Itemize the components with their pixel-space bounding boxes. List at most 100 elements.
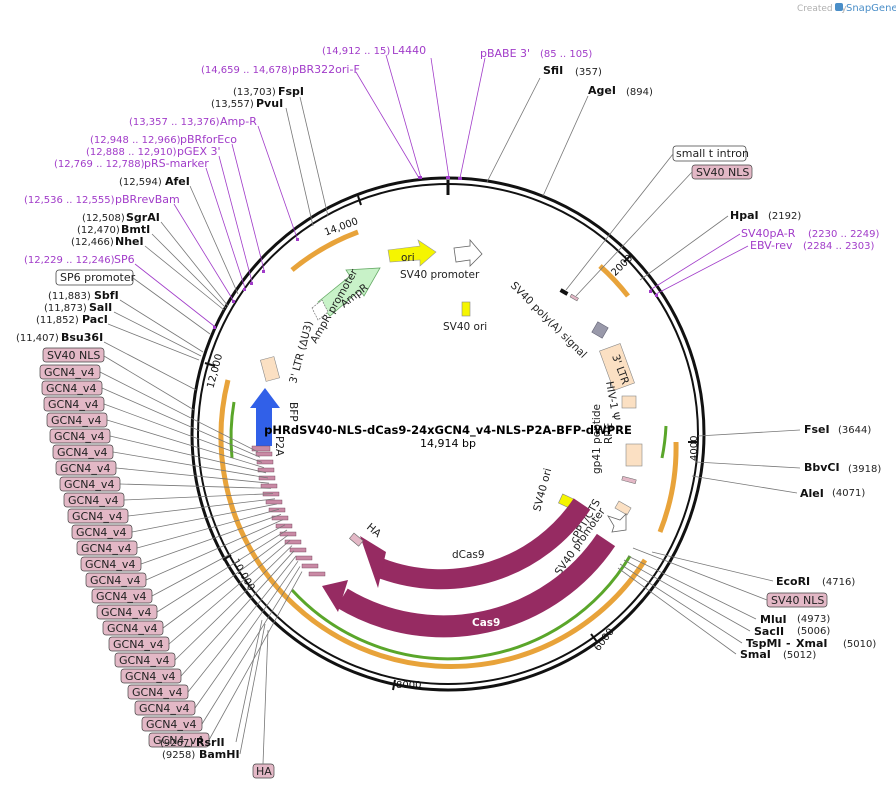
plasmid-name: pHRdSV40-NLS-dCas9-24xGCN4_v4-NLS-P2A-BF… <box>264 423 632 438</box>
svg-text:(11,873): (11,873) <box>44 303 87 314</box>
svg-text:SV40 ori: SV40 ori <box>443 321 487 333</box>
site-pbrforeco: (12,948 .. 12,966) pBRforEco <box>90 133 265 271</box>
svg-text:(12,769 .. 12,788): (12,769 .. 12,788) <box>54 159 145 170</box>
site-mlui: MluI (4973) <box>627 555 830 626</box>
site-paci: (11,852) PacI <box>36 313 200 361</box>
rre-feature: RRE gp41 peptide <box>591 404 643 485</box>
svg-text:(13,557): (13,557) <box>211 99 254 110</box>
svg-text:(5010): (5010) <box>843 639 876 650</box>
svg-text:SV40 promoter: SV40 promoter <box>400 269 480 281</box>
gcn4-label-text: GCN4_v4 <box>81 542 131 555</box>
sv40-ori-mid-feature: SV40 ori <box>531 467 574 513</box>
site-bmti: (12,470) BmtI <box>77 223 227 309</box>
svg-text:SV40pA-R: SV40pA-R <box>741 227 796 240</box>
svg-text:(14,659 .. 14,678): (14,659 .. 14,678) <box>201 65 292 76</box>
svg-text:(12,470): (12,470) <box>77 225 120 236</box>
feature-arc-top-left <box>290 229 359 272</box>
gcn4-label-13: GCN4_v4 <box>80 514 282 572</box>
svg-text:NheI: NheI <box>115 235 144 248</box>
gcn4-label-text: GCN4_v4 <box>54 430 104 443</box>
gcn4-label-text: GCN4_v4 <box>46 382 96 395</box>
feature-arc-green-bottom <box>290 555 632 661</box>
feature-arc-top-right <box>598 264 630 298</box>
site-pbabe-range: (85 .. 105) <box>540 49 592 60</box>
svg-text:Amp-R: Amp-R <box>220 115 257 128</box>
site-afei: (12,594) AfeI <box>119 175 239 295</box>
gcn4-label-7: GCN4_v4 <box>55 460 270 484</box>
gcn4-label-19: GCN4_v4 <box>114 545 293 668</box>
site-l4440-range: (14,912 .. 15) <box>322 46 390 57</box>
leader-agei <box>542 95 589 197</box>
bfp-feature: BFP <box>250 388 299 446</box>
svg-text:SP6 promoter: SP6 promoter <box>60 271 136 284</box>
feature-grey-box <box>591 321 609 339</box>
svg-text:Cas9: Cas9 <box>472 617 500 629</box>
svg-text:HA: HA <box>364 521 384 540</box>
svg-text:pRS-marker: pRS-marker <box>144 157 209 170</box>
gcn4-label-text: GCN4_v4 <box>48 398 98 411</box>
site-fsei: FseI (3644) <box>697 423 871 437</box>
site-bbvci: BbvCI (3918) <box>695 461 881 475</box>
svg-text:SbfI: SbfI <box>94 289 119 302</box>
sp6-promoter-box: SP6 promoter <box>55 269 211 335</box>
site-sp6: (12,229 .. 12,246) SP6 <box>24 253 215 327</box>
site-pbabe: pBABE 3' <box>480 47 530 60</box>
plasmid-size: 14,914 bp <box>420 437 476 450</box>
svg-text:(2192): (2192) <box>768 211 801 222</box>
gcn4-label-20: GCN4_v4 <box>120 550 295 684</box>
svg-text:(2284 .. 2303): (2284 .. 2303) <box>803 241 875 252</box>
gcn4-label-text: GCN4_v4 <box>153 734 203 747</box>
ltr-right-feature: 3' LTR <box>599 343 637 409</box>
site-prs-marker: (12,769 .. 12,788) pRS-marker <box>54 157 246 289</box>
gcn4-label-10: GCN4_v4 <box>67 498 276 524</box>
gcn4-label-12: GCN4_v4 <box>76 508 280 556</box>
gcn4-label-text: GCN4_v4 <box>68 494 118 507</box>
svg-text:EBV-rev: EBV-rev <box>750 239 793 252</box>
svg-text:(9267): (9267) <box>160 738 193 749</box>
svg-text:SalI: SalI <box>89 301 112 314</box>
svg-text:SgrAI: SgrAI <box>126 211 160 224</box>
svg-text:FspI: FspI <box>278 85 304 98</box>
svg-text:(13,357 .. 13,376): (13,357 .. 13,376) <box>129 117 220 128</box>
site-agei-pos: (894) <box>626 87 653 98</box>
svg-text:pGEX 3': pGEX 3' <box>177 145 221 158</box>
gcn4-label-text: GCN4_v4 <box>107 622 157 635</box>
site-pgex3: (12,888 .. 12,910) pGEX 3' <box>86 145 253 283</box>
gcn4-label-text: GCN4_v4 <box>76 526 126 539</box>
site-sv40pa-r: SV40pA-R (2230 .. 2249) <box>649 227 880 291</box>
site-sali: (11,873) SalI <box>44 301 202 357</box>
gcn4-label-2: GCN4_v4 <box>41 380 261 458</box>
svg-text:(11,407): (11,407) <box>16 333 59 344</box>
svg-text:(9258): (9258) <box>162 750 195 761</box>
gcn4-label-boxes: GCN4_v4GCN4_v4GCN4_v4GCN4_v4GCN4_v4GCN4_… <box>39 364 303 748</box>
gcn4-label-21: GCN4_v4 <box>127 555 297 700</box>
svg-text:(12,229 .. 12,246): (12,229 .. 12,246) <box>24 255 115 266</box>
svg-text:TspMI: TspMI <box>746 637 782 650</box>
ltr-left-feature: 3' LTR (ΔU3) <box>260 320 315 385</box>
svg-text:ori: ori <box>401 252 415 264</box>
gcn4-label-9: GCN4_v4 <box>63 492 274 508</box>
site-l4440: L4440 <box>392 44 426 57</box>
gcn4-label-17: GCN4_v4 <box>102 534 289 636</box>
svg-text:BbvCI: BbvCI <box>804 461 840 474</box>
svg-text:P2A: P2A <box>273 436 285 457</box>
svg-text:SV40 ori: SV40 ori <box>531 467 554 513</box>
svg-text:(12,948 .. 12,966): (12,948 .. 12,966) <box>90 135 181 146</box>
svg-text:(11,883): (11,883) <box>48 291 91 302</box>
site-pvui: (13,557) PvuI <box>211 97 314 227</box>
gcn4-label-text: GCN4_v4 <box>90 574 140 587</box>
site-tspmi: TspMI - XmaI (5010) <box>619 563 876 650</box>
gcn4-label-23: GCN4_v4 <box>141 566 301 732</box>
svg-text:PvuI: PvuI <box>256 97 283 110</box>
svg-text:FseI: FseI <box>804 423 830 436</box>
gcn4-label-8: GCN4_v4 <box>59 476 272 492</box>
leader-14912 <box>385 54 422 179</box>
svg-text:SV40 NLS: SV40 NLS <box>47 349 100 362</box>
svg-text:Bsu36I: Bsu36I <box>61 331 103 344</box>
gcn4-label-22: GCN4_v4 <box>134 560 299 716</box>
sv40-polya-feature: SV40 poly(A) signal <box>508 280 589 361</box>
gcn4-label-1: GCN4_v4 <box>39 364 259 453</box>
p2a-feature: P2A <box>251 436 285 457</box>
gcn4-label-5: GCN4_v4 <box>49 428 267 474</box>
